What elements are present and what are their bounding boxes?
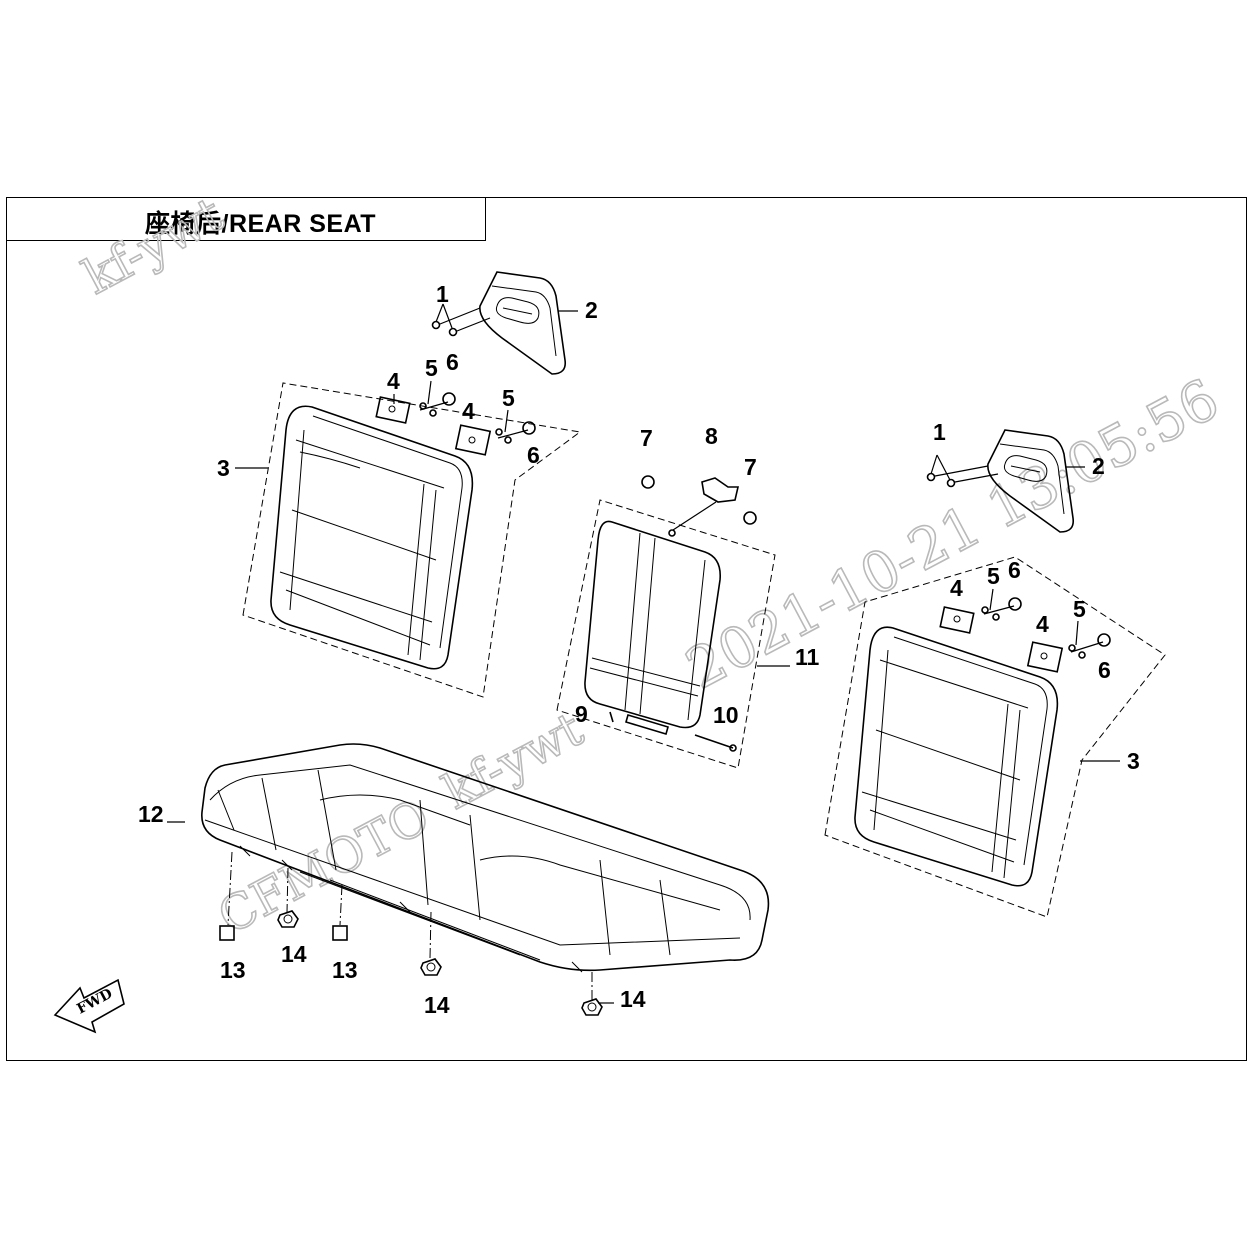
- callout-5-left-b: 5: [502, 385, 515, 411]
- callout-10: 10: [713, 702, 739, 728]
- callout-3-left: 3: [217, 455, 230, 481]
- screws-right-top: [926, 465, 999, 488]
- seat-back-left: [242, 382, 582, 698]
- callout-2-right: 2: [1092, 453, 1105, 479]
- callouts: 1 2 3 4 5 6 4 5 6 7 8 7 9 10 11 1 2 4 5 …: [138, 281, 1140, 1018]
- seat-back-right: [824, 556, 1166, 918]
- title-box: [6, 197, 486, 241]
- watermark-brand: CFMOTO: [209, 788, 438, 945]
- callout-2-left: 2: [585, 297, 598, 323]
- callout-1-left: 1: [436, 281, 449, 307]
- callout-4-left-b: 4: [462, 398, 475, 424]
- watermark-user-center: kf-ywt: [434, 701, 592, 820]
- callout-13-a: 13: [220, 957, 246, 983]
- seat-cushion: [201, 743, 770, 1000]
- callout-8: 8: [705, 423, 718, 449]
- callout-6-left-b: 6: [527, 442, 540, 468]
- callout-4-right-b: 4: [1036, 611, 1049, 637]
- fasteners-bottom: [219, 910, 603, 1016]
- callout-3-right: 3: [1127, 748, 1140, 774]
- callout-4-right-a: 4: [950, 575, 963, 601]
- callout-14-b: 14: [424, 992, 450, 1018]
- callout-5-left-a: 5: [425, 355, 438, 381]
- callout-13-b: 13: [332, 957, 358, 983]
- callout-6-right-a: 6: [1008, 557, 1021, 583]
- leader-lines: [167, 303, 1120, 1004]
- fwd-arrow-icon: FWD: [53, 978, 125, 1034]
- screws-left-top: [431, 307, 491, 337]
- callout-7-b: 7: [744, 454, 757, 480]
- page-title: 座椅后/REAR SEAT: [145, 210, 377, 238]
- callout-6-left-a: 6: [446, 349, 459, 375]
- seat-back-center: [556, 475, 776, 769]
- callout-14-a: 14: [281, 941, 307, 967]
- callout-14-c: 14: [620, 986, 646, 1012]
- headrest-cap-left: [479, 271, 567, 375]
- callout-7-a: 7: [640, 425, 653, 451]
- callout-4-left-a: 4: [387, 368, 400, 394]
- watermark: kf-ywt 2021-10-21 13:05:56 kf-ywt CFMOTO: [74, 185, 1231, 946]
- callout-6-right-b: 6: [1098, 657, 1111, 683]
- headrest-cap-right: [987, 429, 1075, 533]
- watermark-user-left: kf-ywt: [74, 186, 232, 305]
- callout-1-right: 1: [933, 419, 946, 445]
- callout-11: 11: [795, 644, 820, 670]
- callout-9: 9: [575, 701, 588, 727]
- callout-5-right-a: 5: [987, 563, 1000, 589]
- callout-12: 12: [138, 801, 164, 827]
- diagram-frame: [6, 197, 1247, 1061]
- watermark-timestamp: 2021-10-21 13:05:56: [676, 367, 1229, 702]
- callout-5-right-b: 5: [1073, 596, 1086, 622]
